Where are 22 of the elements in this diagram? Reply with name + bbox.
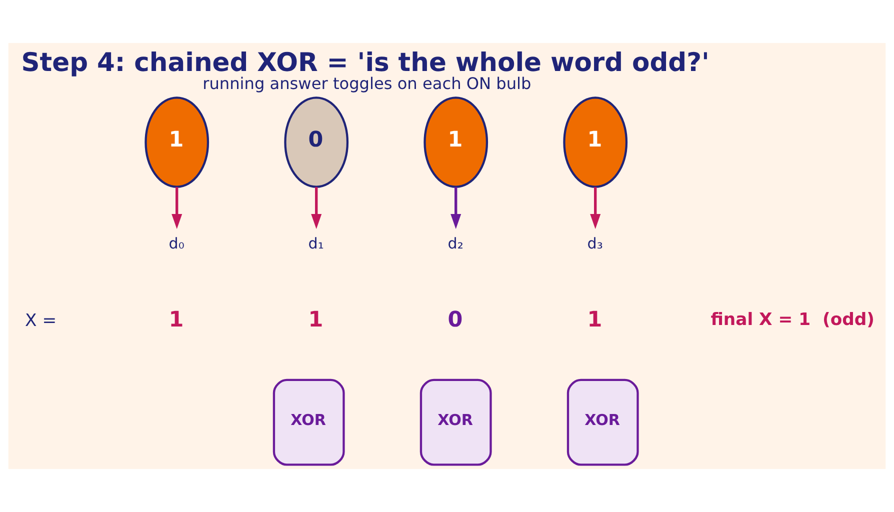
- node-text: d₁: [308, 234, 324, 253]
- arrow: [590, 187, 601, 230]
- arrow: [311, 187, 322, 230]
- node-text: d₃: [587, 234, 603, 253]
- node-ellipse: 1: [424, 96, 488, 188]
- node-ellipse: 1: [144, 96, 210, 188]
- caption: running answer toggles on each ON bulb: [202, 74, 532, 94]
- node-ellipse: 0: [284, 96, 349, 188]
- node-box: XOR: [566, 378, 639, 466]
- label: 1: [308, 307, 324, 332]
- node-text: d₀: [168, 234, 184, 253]
- node-ellipse: 1: [563, 96, 628, 188]
- label: 1: [168, 307, 184, 332]
- label: X =: [25, 311, 57, 332]
- label: 0: [448, 307, 463, 332]
- node-box: XOR: [272, 378, 345, 466]
- node-text: d₂: [448, 234, 464, 253]
- node-box: XOR: [420, 378, 492, 466]
- label: 1: [587, 307, 602, 332]
- arrow: [172, 187, 182, 230]
- label: final X = 1 (odd): [710, 310, 875, 330]
- arrow: [450, 187, 462, 230]
